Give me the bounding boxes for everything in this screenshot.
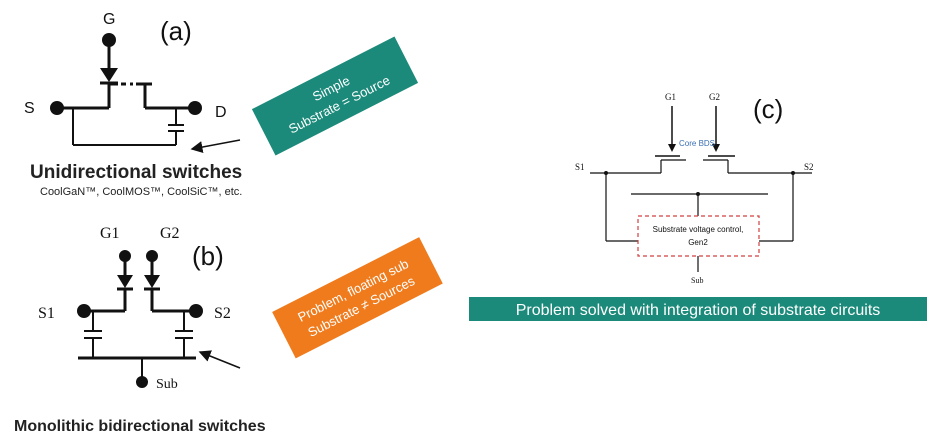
panel-a-label: (a) xyxy=(160,16,192,46)
c-source2-label: S2 xyxy=(804,162,814,172)
panel-b-label: (b) xyxy=(192,241,224,271)
gate2-diode xyxy=(144,275,160,288)
c-gate2-arrow xyxy=(712,144,720,152)
callout-simple-box xyxy=(251,36,419,156)
source2-terminal xyxy=(189,304,203,318)
solution-banner-text: Problem solved with integration of subst… xyxy=(516,302,881,319)
panel-b: (b) G1 G2 S1 S2 Sub xyxy=(14,225,443,435)
c-right-node xyxy=(791,171,795,175)
callout-simple-arrow xyxy=(190,139,241,153)
panel-a-title: Unidirectional switches xyxy=(30,162,242,183)
panel-c-label: (c) xyxy=(753,94,783,124)
source-label: S xyxy=(24,100,35,117)
control-box-line2: Gen2 xyxy=(688,238,708,247)
callout-problem-box xyxy=(272,237,443,359)
source1-label: S1 xyxy=(38,305,55,322)
c-left-node xyxy=(604,171,608,175)
drain-terminal xyxy=(188,101,202,115)
gate2-label: G2 xyxy=(160,225,180,242)
c-substrate-label: Sub xyxy=(691,276,703,285)
c-gate2-label: G2 xyxy=(709,92,720,102)
c-gate1-arrow xyxy=(668,144,676,152)
panel-b-title: Monolithic bidirectional switches xyxy=(14,418,266,435)
c-source1-label: S1 xyxy=(575,162,585,172)
gate-label: G xyxy=(103,11,115,28)
drain-label: D xyxy=(215,104,227,121)
control-box-line1: Substrate voltage control, xyxy=(653,225,744,234)
callout-simple: Simple Substrate = Source xyxy=(251,36,419,156)
gate-diode xyxy=(100,68,118,82)
substrate-label: Sub xyxy=(156,377,178,392)
panel-c: (c) G1 G2 Core BDS S1 S2 Sub xyxy=(469,92,927,321)
panel-a: (a) G S D Simple Substrate = Source xyxy=(24,11,419,198)
gate1-diode xyxy=(117,275,133,288)
panel-a-subtitle: CoolGaN™, CoolMOS™, CoolSiC™, etc. xyxy=(40,186,242,198)
gate1-label: G1 xyxy=(100,225,120,242)
core-bds-label: Core BDS xyxy=(679,139,715,148)
callout-problem-arrow xyxy=(198,350,241,369)
solution-banner xyxy=(469,297,927,321)
callout-problem: Problem, floating sub Substrate ≠ Source… xyxy=(272,237,443,359)
c-gate1-label: G1 xyxy=(665,92,676,102)
substrate-terminal xyxy=(136,376,148,388)
source2-label: S2 xyxy=(214,305,231,322)
substrate-control-box xyxy=(637,215,760,257)
